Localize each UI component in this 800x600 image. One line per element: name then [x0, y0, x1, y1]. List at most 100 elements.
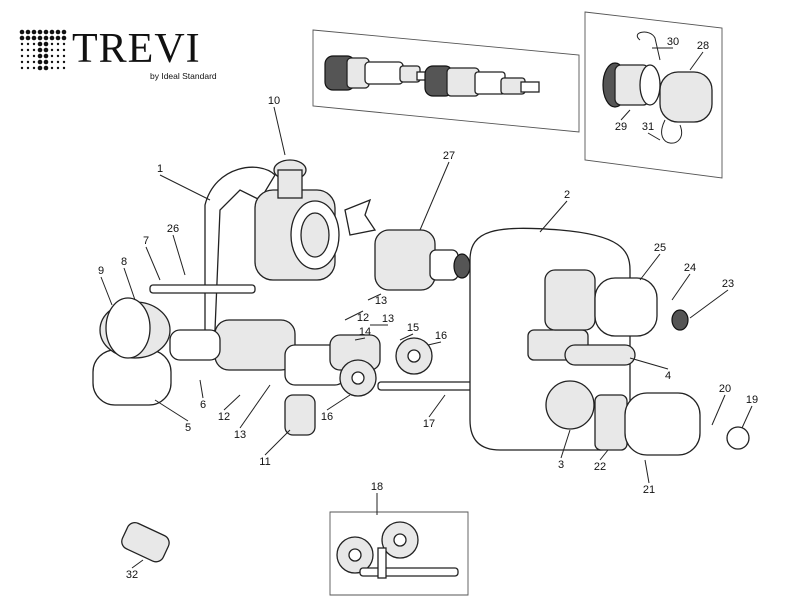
logo-dot	[20, 66, 24, 70]
callout-label-15: 15	[407, 322, 419, 334]
inset-handle-box	[584, 11, 723, 179]
callout-leader-line	[428, 394, 446, 418]
callout-label-25: 25	[654, 242, 666, 254]
logo-dot	[43, 41, 49, 47]
callout-label-6: 6	[200, 399, 206, 411]
logo-dot	[37, 65, 43, 71]
main-assembly	[92, 159, 750, 563]
logo-dot	[37, 29, 43, 35]
callout-leader-line	[344, 310, 364, 321]
callout-leader-line	[123, 267, 136, 301]
callout-leader-line	[367, 293, 382, 301]
callout-label-12: 12	[357, 312, 369, 324]
callout-label-16: 16	[435, 330, 447, 342]
callout-leader-line	[354, 337, 366, 341]
logo-dot	[43, 53, 49, 59]
logo-dot	[20, 54, 24, 58]
callout-leader-line	[639, 253, 661, 281]
callout-label-2: 2	[564, 189, 570, 201]
callout-label-13: 13	[382, 313, 394, 325]
callout-leader-line	[711, 394, 726, 426]
logo-dot	[32, 54, 36, 58]
callout-label-21: 21	[643, 484, 655, 496]
callout-leader-line	[154, 399, 189, 422]
callout-leader-line	[689, 51, 704, 71]
callout-label-5: 5	[185, 422, 191, 434]
callout-label-9: 9	[98, 265, 104, 277]
callout-label-30: 30	[667, 36, 679, 48]
logo-dot	[37, 47, 43, 53]
logo-dot	[62, 66, 66, 70]
logo-dot	[25, 29, 31, 35]
logo-dot	[31, 35, 37, 41]
callout-leader-line	[539, 200, 568, 233]
callout-label-10: 10	[268, 95, 280, 107]
callout-leader-line	[620, 109, 631, 121]
callout-label-7: 7	[143, 235, 149, 247]
logo-dot	[31, 29, 37, 35]
logo-dot	[56, 54, 60, 58]
callout-leader-line	[427, 341, 442, 346]
callout-leader-line	[671, 273, 691, 301]
logo-dot	[50, 48, 54, 52]
logo-dot	[19, 35, 25, 41]
logo-dot	[50, 42, 54, 46]
callout-leader-line	[560, 429, 571, 459]
callout-leader-line	[326, 394, 351, 411]
callout-label-22: 22	[594, 461, 606, 473]
callout-leader-line	[239, 384, 271, 429]
callout-label-1: 1	[157, 163, 163, 175]
logo-dot	[32, 42, 36, 46]
logo-dot	[37, 35, 43, 41]
brand-tagline: by Ideal Standard	[150, 71, 217, 81]
logo-dot	[56, 60, 60, 64]
logo-dot	[61, 29, 67, 35]
callout-leader-line	[199, 379, 204, 399]
logo-dot	[43, 59, 49, 65]
callout-label-13: 13	[234, 429, 246, 441]
callout-leader-line	[264, 429, 291, 456]
logo-dot	[26, 66, 30, 70]
logo-dot	[20, 60, 24, 64]
logo-dot	[50, 66, 54, 70]
logo-dot	[50, 54, 54, 58]
logo-dot	[62, 42, 66, 46]
logo-dot	[55, 29, 61, 35]
logo-dot	[20, 48, 24, 52]
callout-label-16: 16	[321, 411, 333, 423]
callout-label-27: 27	[443, 150, 455, 162]
callout-label-31: 31	[642, 121, 654, 133]
callout-label-29: 29	[615, 121, 627, 133]
inset-gear-box	[329, 511, 469, 596]
callout-label-8: 8	[121, 256, 127, 268]
logo-dot	[49, 29, 55, 35]
logo-dot	[32, 60, 36, 64]
logo-dot	[61, 35, 67, 41]
callout-leader-line	[599, 449, 609, 461]
callout-leader-line	[100, 276, 113, 306]
callout-leader-line	[273, 106, 286, 156]
callout-label-12: 12	[218, 411, 230, 423]
callout-label-11: 11	[259, 456, 270, 468]
logo-dot	[26, 48, 30, 52]
callout-leader-line	[647, 132, 661, 141]
logo-dot	[56, 66, 60, 70]
callout-label-19: 19	[746, 394, 758, 406]
logo-dot	[62, 48, 66, 52]
callout-label-32: 32	[126, 569, 138, 581]
callout-label-20: 20	[719, 383, 731, 395]
callout-leader-line	[629, 357, 669, 370]
logo-dot	[55, 35, 61, 41]
brand-name: TREVI	[72, 26, 201, 72]
callout-leader-line	[689, 289, 729, 319]
callout-label-18: 18	[371, 481, 383, 493]
logo-dot	[37, 41, 43, 47]
logo-dot	[37, 53, 43, 59]
brand-logo: TREVI by Ideal Standard	[19, 26, 217, 81]
logo-dot	[62, 60, 66, 64]
callout-leader-line	[644, 459, 650, 484]
leader-lines	[100, 47, 753, 569]
